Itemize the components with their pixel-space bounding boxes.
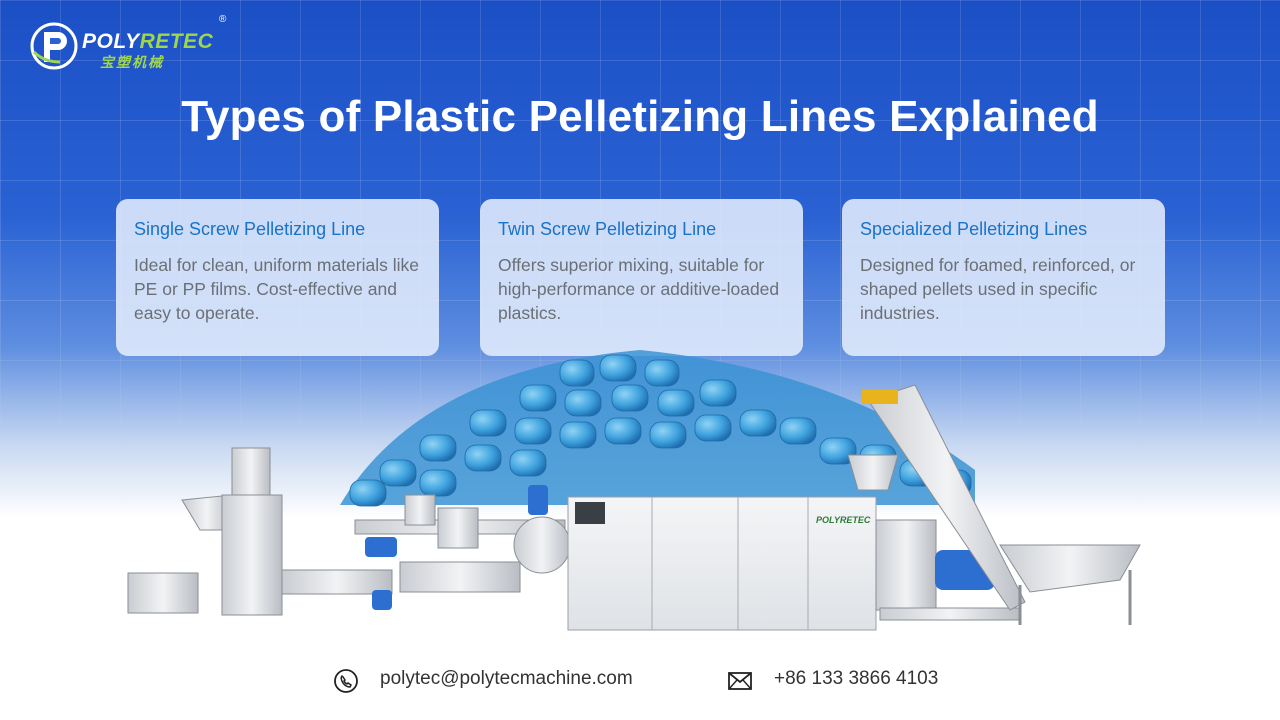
card-heading: Specialized Pelletizing Lines bbox=[860, 219, 1088, 239]
mail-icon bbox=[728, 672, 752, 690]
card-body: Designed for foamed, reinforced, or shap… bbox=[860, 255, 1136, 323]
pelletizer-and-conveyor bbox=[847, 384, 1141, 625]
registered-mark: ® bbox=[219, 14, 227, 25]
card-body: Offers superior mixing, suitable for hig… bbox=[498, 255, 780, 323]
extruder-unit bbox=[354, 485, 571, 593]
card-heading: Single Screw Pelletizing Line bbox=[134, 219, 366, 239]
cabinet-logo: POLYRETEC bbox=[816, 515, 871, 525]
brand-logo[interactable] bbox=[26, 14, 236, 74]
card-body: Ideal for clean, uniform materials like … bbox=[134, 255, 419, 323]
brand-name: POLYRETEC bbox=[82, 30, 214, 53]
card-specialized: Specialized Pelletizing Lines Designed f… bbox=[842, 199, 1165, 356]
contact-phone[interactable]: +86 133 3866 4103 bbox=[774, 668, 939, 689]
brand-subtitle: 宝塑机械 bbox=[100, 54, 164, 70]
page-title: Types of Plastic Pelletizing Lines Expla… bbox=[181, 92, 1099, 141]
contact-email[interactable]: polytec@polytecmachine.com bbox=[380, 668, 633, 689]
feeder-machine bbox=[127, 447, 393, 616]
control-cabinet: POLYRETEC bbox=[567, 496, 877, 631]
pelletizing-line-illustration: POLYRETEC bbox=[127, 350, 1141, 631]
phone-icon bbox=[334, 669, 358, 693]
card-single-screw: Single Screw Pelletizing Line Ideal for … bbox=[116, 199, 439, 356]
card-twin-screw: Twin Screw Pelletizing Line Offers super… bbox=[480, 199, 803, 356]
logo-mark-icon bbox=[30, 22, 78, 70]
card-heading: Twin Screw Pelletizing Line bbox=[498, 219, 717, 239]
